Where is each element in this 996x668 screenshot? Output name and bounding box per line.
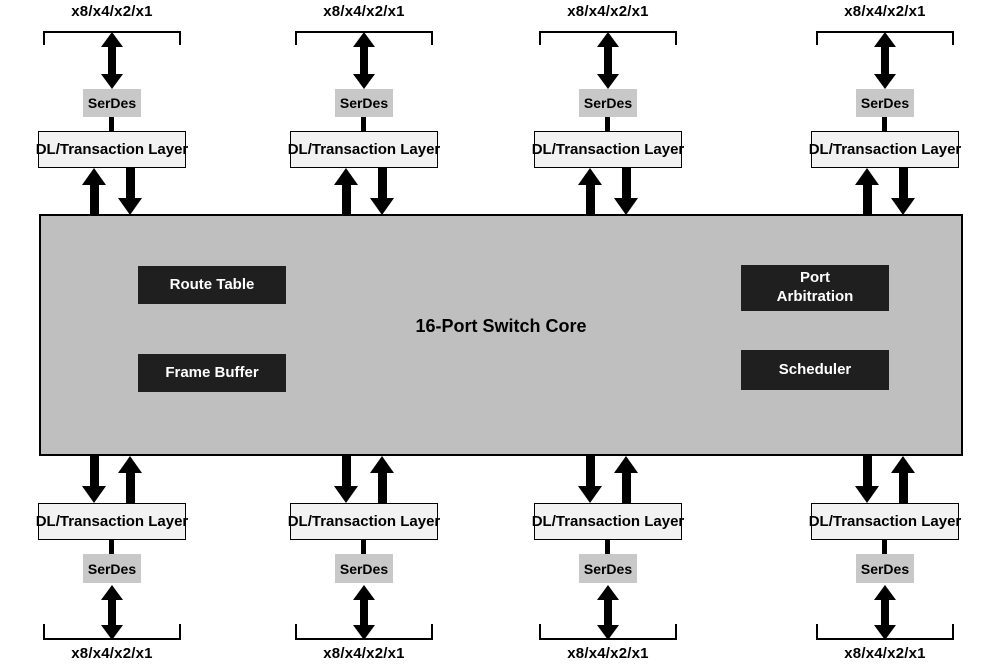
arrow-down-icon <box>614 168 638 215</box>
bidirectional-arrow-icon <box>353 585 375 640</box>
link-width-label: x8/x4/x2/x1 <box>567 3 649 20</box>
serdes-box: SerDes <box>579 89 637 117</box>
bidirectional-arrow-icon <box>101 32 123 89</box>
bidirectional-arrow-icon <box>353 32 375 89</box>
port-group-top-3: x8/x4/x2/x1 SerDes DL/Transaction Layer <box>532 0 684 215</box>
link-width-bracket-icon <box>816 624 954 640</box>
port-group-bottom-2: DL/Transaction Layer SerDes x8/x4/x2/x1 <box>288 456 440 668</box>
arrow-down-icon <box>578 456 602 503</box>
bidirectional-arrow-icon <box>874 32 896 89</box>
arrow-down-icon <box>334 456 358 503</box>
arrow-up-icon <box>614 456 638 503</box>
port-arbitration-line1: Port <box>800 269 830 287</box>
serdes-dl-connector <box>109 117 114 132</box>
arrow-up-icon <box>578 168 602 215</box>
serdes-dl-connector <box>361 539 366 554</box>
port-group-top-1: x8/x4/x2/x1 SerDes DL/Transaction Layer <box>36 0 188 215</box>
dl-transaction-layer-box: DL/Transaction Layer <box>36 131 188 168</box>
link-width-label: x8/x4/x2/x1 <box>323 645 405 662</box>
dl-transaction-layer-box: DL/Transaction Layer <box>36 503 188 540</box>
frame-buffer-block: Frame Buffer <box>138 354 286 392</box>
port-arbitration-line2: Arbitration <box>776 288 854 305</box>
port-group-top-4: x8/x4/x2/x1 SerDes DL/Transaction Layer <box>809 0 961 215</box>
route-table-block: Route Table <box>138 266 286 304</box>
switch-core-box: 16-Port Switch Core Route Table Frame Bu… <box>39 214 963 456</box>
link-width-label: x8/x4/x2/x1 <box>323 3 405 20</box>
dl-transaction-layer-box: DL/Transaction Layer <box>532 503 684 540</box>
arrow-up-icon <box>891 456 915 503</box>
serdes-dl-connector <box>109 539 114 554</box>
core-title: 16-Port Switch Core <box>415 316 587 336</box>
arrow-up-icon <box>370 456 394 503</box>
serdes-dl-connector <box>605 539 610 554</box>
serdes-box: SerDes <box>83 89 141 117</box>
serdes-box: SerDes <box>856 554 914 583</box>
port-arbitration-block: Port Arbitration <box>741 265 889 311</box>
arrow-down-icon <box>891 168 915 215</box>
serdes-dl-connector <box>882 117 887 132</box>
arrow-up-icon <box>855 168 879 215</box>
serdes-box: SerDes <box>83 554 141 583</box>
serdes-box: SerDes <box>856 89 914 117</box>
dl-transaction-layer-box: DL/Transaction Layer <box>809 503 961 540</box>
dl-transaction-layer-box: DL/Transaction Layer <box>288 131 440 168</box>
dl-transaction-layer-box: DL/Transaction Layer <box>532 131 684 168</box>
bidirectional-arrow-icon <box>101 585 123 640</box>
bidirectional-arrow-icon <box>597 585 619 640</box>
arrow-up-icon <box>118 456 142 503</box>
arrow-down-icon <box>118 168 142 215</box>
port-group-bottom-3: DL/Transaction Layer SerDes x8/x4/x2/x1 <box>532 456 684 668</box>
link-width-bracket-icon <box>295 624 433 640</box>
link-width-label: x8/x4/x2/x1 <box>71 645 153 662</box>
link-width-bracket-icon <box>539 624 677 640</box>
dl-transaction-layer-box: DL/Transaction Layer <box>809 131 961 168</box>
serdes-dl-connector <box>605 117 610 132</box>
bidirectional-arrow-icon <box>874 585 896 640</box>
serdes-box: SerDes <box>335 554 393 583</box>
scheduler-block: Scheduler <box>741 350 889 390</box>
link-width-label: x8/x4/x2/x1 <box>844 3 926 20</box>
serdes-dl-connector <box>361 117 366 132</box>
serdes-dl-connector <box>882 539 887 554</box>
dl-transaction-layer-box: DL/Transaction Layer <box>288 503 440 540</box>
link-width-label: x8/x4/x2/x1 <box>567 645 649 662</box>
link-width-label: x8/x4/x2/x1 <box>844 645 926 662</box>
serdes-box: SerDes <box>335 89 393 117</box>
link-width-bracket-icon <box>43 624 181 640</box>
port-group-bottom-4: DL/Transaction Layer SerDes x8/x4/x2/x1 <box>809 456 961 668</box>
port-group-bottom-1: DL/Transaction Layer SerDes x8/x4/x2/x1 <box>36 456 188 668</box>
port-group-top-2: x8/x4/x2/x1 SerDes DL/Transaction Layer <box>288 0 440 215</box>
arrow-down-icon <box>370 168 394 215</box>
link-width-label: x8/x4/x2/x1 <box>71 3 153 20</box>
arrow-down-icon <box>855 456 879 503</box>
serdes-box: SerDes <box>579 554 637 583</box>
arrow-up-icon <box>334 168 358 215</box>
arrow-down-icon <box>82 456 106 503</box>
arrow-up-icon <box>82 168 106 215</box>
bidirectional-arrow-icon <box>597 32 619 89</box>
